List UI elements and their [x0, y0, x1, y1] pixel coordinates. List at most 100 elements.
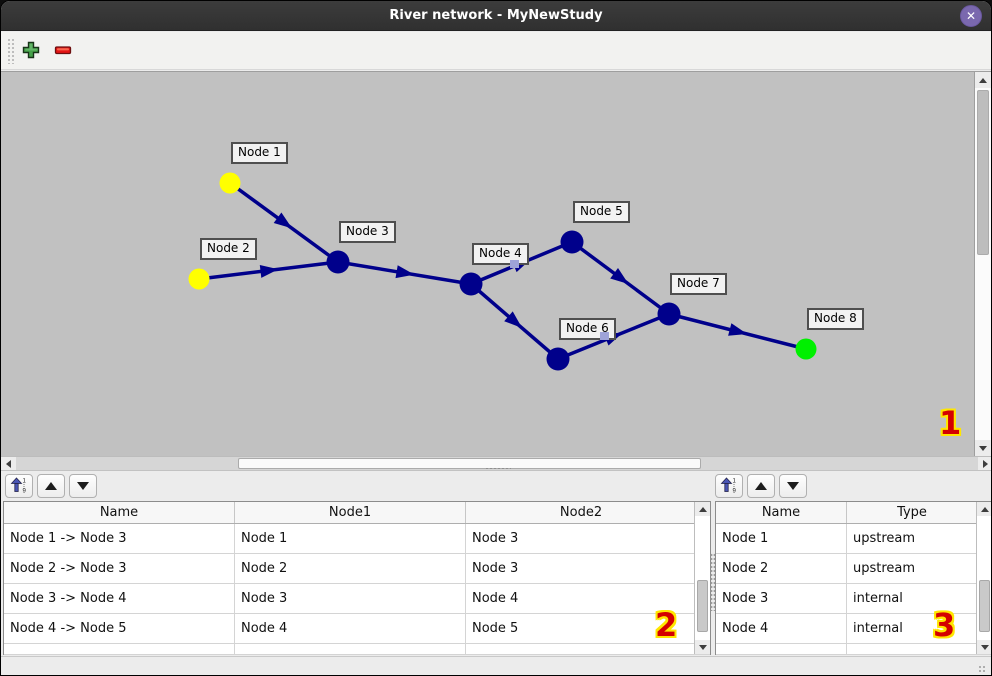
- edge-arrowhead-icon: [504, 311, 523, 328]
- scrollbar-thumb[interactable]: [979, 580, 990, 632]
- edge-arrowhead-icon: [395, 265, 415, 279]
- node-label[interactable]: Node 1: [231, 142, 288, 164]
- column-header-type[interactable]: Type: [897, 505, 927, 520]
- node-label[interactable]: Node 2: [200, 238, 257, 260]
- scroll-up-button[interactable]: [695, 502, 710, 516]
- arrow-down-icon: [787, 482, 799, 490]
- scrollbar-thumb[interactable]: [697, 580, 708, 632]
- add-button[interactable]: [20, 40, 42, 62]
- cell-name: Node 3: [716, 584, 847, 613]
- cell-type: upstream: [853, 531, 916, 546]
- column-header-node1[interactable]: Node1: [235, 502, 466, 523]
- cell-name: Node 4 -> Node 5: [4, 614, 235, 643]
- cell-node2: Node 3: [472, 561, 519, 576]
- scroll-down-button[interactable]: [695, 640, 710, 654]
- arrow-up-icon: [45, 482, 57, 490]
- status-bar: [1, 656, 991, 675]
- move-down-button[interactable]: [779, 474, 807, 498]
- table-row[interactable]: Node 2 -> Node 3 Node 2 Node 3: [4, 554, 710, 584]
- move-up-button[interactable]: [37, 474, 65, 498]
- network-node[interactable]: [459, 272, 483, 296]
- cell-node2: Node 5: [472, 621, 519, 636]
- pane-splitter-handle[interactable]: [485, 467, 511, 470]
- sort-button[interactable]: 1 9: [715, 474, 743, 498]
- links-table: Name Node1 Node2 Node 1 -> Node 3 Node 1…: [3, 501, 711, 655]
- node-label[interactable]: Node 5: [573, 201, 630, 223]
- table-row[interactable]: Node 4 -> Node 5 Node 4 Node 5: [4, 614, 710, 644]
- table-row[interactable]: Node 1 upstream: [716, 524, 991, 554]
- cell-type: internal: [853, 621, 903, 636]
- toolbar-drag-handle[interactable]: [7, 38, 15, 64]
- network-node[interactable]: [546, 347, 570, 371]
- cell-node1: Node 4: [235, 614, 466, 643]
- edge-arrowhead-icon: [273, 212, 293, 229]
- close-icon: ✕: [965, 9, 977, 23]
- arrow-left-icon: [6, 459, 11, 468]
- node-label[interactable]: Node 4: [472, 243, 529, 265]
- arrow-up-icon: [698, 506, 707, 512]
- table-row[interactable]: Node 1 -> Node 3 Node 1 Node 3: [4, 524, 710, 554]
- column-header-name[interactable]: Name: [4, 502, 235, 523]
- network-node[interactable]: [560, 230, 584, 254]
- network-node[interactable]: [219, 172, 241, 194]
- canvas-vertical-scrollbar[interactable]: [974, 71, 991, 456]
- table-row[interactable]: Node 3 internal: [716, 584, 991, 614]
- titlebar: River network - MyNewStudy ✕: [1, 1, 991, 31]
- arrow-right-icon: [983, 459, 988, 468]
- column-header-node2[interactable]: Node2: [559, 505, 603, 520]
- scroll-up-button[interactable]: [975, 72, 991, 88]
- node-label[interactable]: Node 7: [670, 273, 727, 295]
- table-row-partial: [4, 644, 710, 655]
- resize-grip[interactable]: [978, 665, 987, 674]
- cell-name: Node 3 -> Node 4: [4, 584, 235, 613]
- remove-button[interactable]: [52, 40, 74, 62]
- network-node[interactable]: [188, 268, 210, 290]
- network-node[interactable]: [326, 250, 350, 274]
- cell-name: Node 1 -> Node 3: [4, 524, 235, 553]
- nodes-table-header: Name Type: [716, 502, 991, 524]
- move-up-button[interactable]: [747, 474, 775, 498]
- cell-node2: Node 3: [472, 531, 519, 546]
- scrollbar-thumb[interactable]: [238, 458, 701, 469]
- svg-text:1: 1: [733, 478, 737, 484]
- table-row[interactable]: Node 4 internal: [716, 614, 991, 644]
- cell-empty: [847, 644, 977, 655]
- annotation-marker-3: 3: [933, 606, 956, 644]
- tables-splitter-handle[interactable]: [710, 553, 715, 611]
- sort-button[interactable]: 1 9: [5, 474, 33, 498]
- table-row-partial: [716, 644, 991, 655]
- scroll-up-button[interactable]: [977, 502, 991, 516]
- node-label[interactable]: Node 3: [339, 221, 396, 243]
- nodes-table-scrollbar[interactable]: [976, 502, 991, 654]
- move-down-button[interactable]: [69, 474, 97, 498]
- nodes-table: Name Type Node 1 upstream Node 2 upstrea…: [715, 501, 991, 655]
- edge-arrowhead-icon: [728, 323, 748, 336]
- scrollbar-thumb[interactable]: [977, 90, 989, 255]
- column-header-name[interactable]: Name: [716, 502, 847, 523]
- svg-text:9: 9: [733, 488, 737, 493]
- scroll-right-button[interactable]: [978, 457, 991, 470]
- close-button[interactable]: ✕: [960, 5, 982, 27]
- arrow-down-icon: [77, 482, 89, 490]
- table-row[interactable]: Node 2 upstream: [716, 554, 991, 584]
- links-table-scrollbar[interactable]: [694, 502, 710, 654]
- node-label[interactable]: Node 8: [807, 308, 864, 330]
- scroll-down-button[interactable]: [977, 640, 991, 654]
- river-network-graph: [188, 172, 817, 371]
- table-row[interactable]: Node 3 -> Node 4 Node 3 Node 4: [4, 584, 710, 614]
- cell-name: Node 2: [716, 554, 847, 583]
- network-node[interactable]: [795, 338, 817, 360]
- sort-ascending-icon: 1 9: [10, 476, 28, 496]
- network-node[interactable]: [657, 302, 681, 326]
- canvas-horizontal-scrollbar[interactable]: [1, 456, 991, 471]
- arrow-down-icon: [979, 445, 987, 451]
- scroll-down-button[interactable]: [975, 440, 991, 456]
- cell-name: Node 2 -> Node 3: [4, 554, 235, 583]
- main-toolbar: [1, 32, 991, 70]
- scroll-left-button[interactable]: [1, 457, 16, 470]
- cell-type: internal: [853, 591, 903, 606]
- cell-empty: [4, 644, 235, 655]
- arrow-down-icon: [980, 644, 989, 650]
